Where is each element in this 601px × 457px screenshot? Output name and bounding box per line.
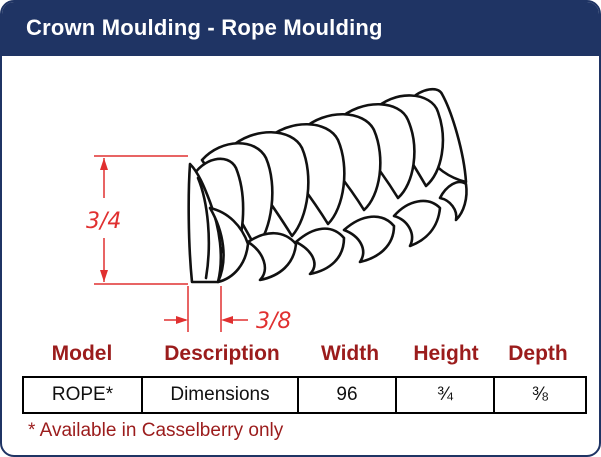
cell-model: ROPE*	[24, 378, 143, 412]
availability-footnote: * Available in Casselberry only	[28, 420, 284, 441]
spec-table: ROPE* Dimensions 96 ¾ ⅜	[22, 376, 587, 414]
cell-height: ¾	[397, 378, 495, 412]
header-width: Width	[320, 342, 380, 365]
header-depth: Depth	[508, 342, 568, 365]
header-height: Height	[413, 342, 479, 365]
cell-description: Dimensions	[143, 378, 299, 412]
table-header-row: Model Description Width Height Depth	[22, 340, 586, 374]
cell-width: 96	[299, 378, 397, 412]
card-header: Crown Moulding - Rope Moulding	[2, 2, 599, 56]
header-description: Description	[164, 342, 280, 365]
page-title: Crown Moulding - Rope Moulding	[26, 15, 383, 40]
cell-depth: ⅜	[532, 384, 548, 405]
depth-dimension-label: 3/8	[256, 309, 291, 334]
rope-moulding-drawing: 3/4 3/8	[86, 87, 468, 334]
height-dimension-label: 3/4	[86, 209, 121, 234]
header-model: Model	[51, 342, 113, 365]
